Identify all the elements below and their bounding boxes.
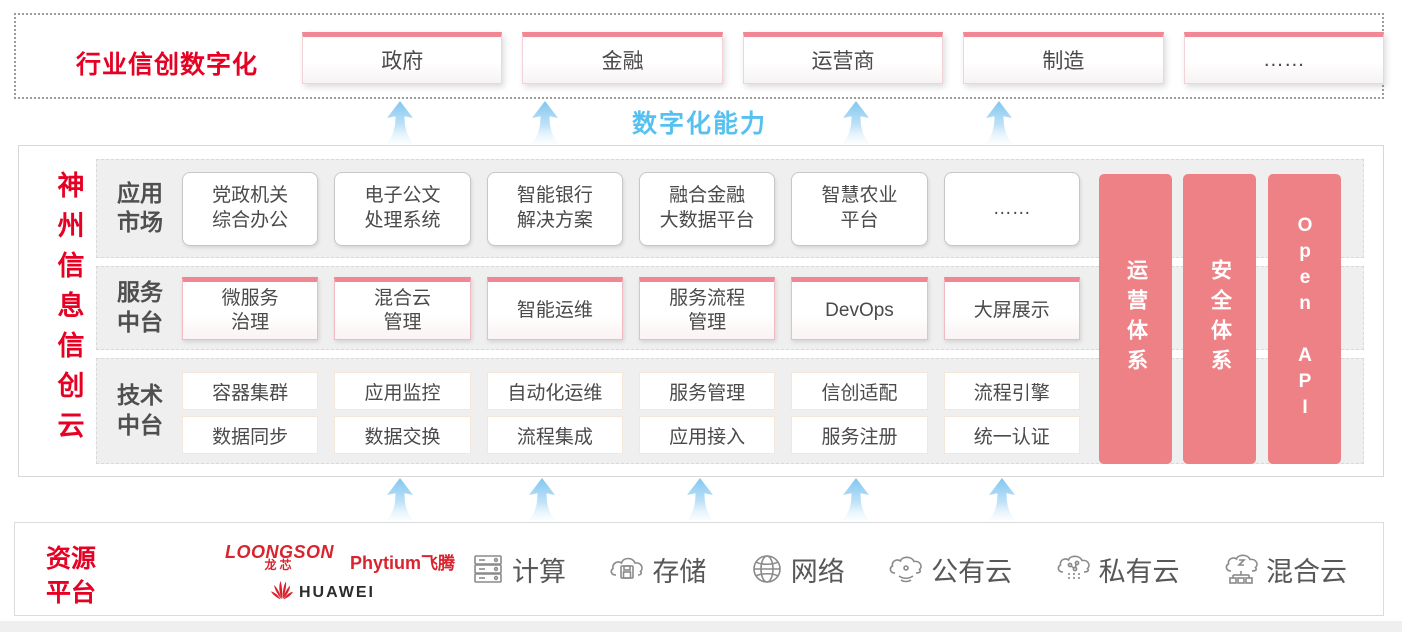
- app-box-more: ……: [943, 172, 1080, 246]
- resource-items: 计算 存储: [470, 523, 1347, 615]
- industry-box-more: ……: [1183, 32, 1385, 84]
- tech-box-auto-ops: 自动化运维: [486, 372, 623, 410]
- row-tech-platform-label: 技术 中台: [117, 382, 163, 438]
- resource-item-label: 存储: [652, 556, 707, 587]
- side-bar-security-system: 安全体系: [1183, 174, 1256, 464]
- app-box-gov-office: 党政机关 综合办公: [182, 172, 319, 246]
- tech-box-unified-auth: 统一认证: [943, 416, 1080, 454]
- service-box-microservice: 微服务 治理: [182, 277, 319, 340]
- up-arrow-icon: [840, 101, 872, 150]
- resource-item-hybrid-cloud: 混合云: [1222, 550, 1347, 589]
- up-arrow-icon: [384, 101, 416, 150]
- side-bar-operation-system: 运营体系: [1099, 174, 1172, 464]
- vendor-logos: LOONGSON 龙芯 Phytium飞腾: [205, 537, 475, 603]
- tech-box-app-access: 应用接入: [638, 416, 776, 454]
- capability-label: 数字化能力: [632, 110, 768, 138]
- up-arrow-icon: [526, 478, 558, 527]
- resource-item-private-cloud: 私有云: [1055, 550, 1180, 589]
- resource-band-label: 资源 平台: [46, 545, 97, 607]
- app-box-row: 党政机关 综合办公 电子公文 处理系统 智能银行 解决方案 融合金融 大数据平台…: [182, 172, 1080, 246]
- industry-box-operator: 运营商: [742, 32, 944, 84]
- compute-icon: [470, 551, 506, 587]
- up-arrow-icon: [986, 478, 1018, 527]
- platform-vertical-title: 神州信息信创云: [53, 171, 84, 451]
- resource-item-label: 混合云: [1265, 556, 1347, 587]
- huawei-flower-icon: [270, 580, 294, 605]
- up-arrow-icon: [529, 101, 561, 150]
- row-app-market-label: 应用 市场: [117, 179, 163, 236]
- loongson-logo-cn: 龙芯: [264, 558, 295, 573]
- row-tech-platform: 技术 中台 容器集群 应用监控 自动化运维 服务管理 信创适配 流程引擎 数据同…: [96, 358, 1364, 464]
- loongson-logo: LOONGSON 龙芯: [225, 542, 335, 573]
- industry-band-title: 行业信创数字化: [76, 51, 259, 79]
- resource-item-label: 公有云: [931, 556, 1013, 587]
- service-box-service-flow: 服务流程 管理: [638, 277, 776, 340]
- service-box-smart-ops: 智能运维: [486, 277, 623, 340]
- resource-band: 资源 平台 LOONGSON 龙芯 Phytium飞腾: [14, 522, 1384, 616]
- hybrid-cloud-icon: [1222, 551, 1260, 587]
- up-arrow-icon: [684, 478, 716, 527]
- tech-box-service-registry: 服务注册: [791, 416, 928, 454]
- tech-box-row-bottom: 数据同步 数据交换 流程集成 应用接入 服务注册 统一认证: [182, 416, 1080, 454]
- phytium-logo: Phytium飞腾: [350, 549, 455, 574]
- huawei-logo-text: HUAWEI: [299, 583, 375, 601]
- network-icon: [749, 551, 785, 587]
- storage-icon: [608, 551, 646, 587]
- app-box-smart-agriculture: 智慧农业 平台: [791, 172, 928, 246]
- loongson-logo-text: LOONGSON: [225, 542, 335, 562]
- phytium-logo-cn: 飞腾: [421, 554, 456, 573]
- public-cloud-icon: [887, 551, 925, 587]
- up-arrow-icon: [840, 478, 872, 527]
- resource-item-label: 计算: [512, 556, 566, 587]
- service-box-hybrid-cloud-mgmt: 混合云 管理: [334, 277, 471, 340]
- service-box-row: 微服务 治理 混合云 管理 智能运维 服务流程 管理 DevOps 大屏展示: [182, 277, 1080, 340]
- row-service-platform: 服务 中台 微服务 治理 混合云 管理 智能运维 服务流程 管理 DevOps …: [96, 266, 1364, 350]
- side-bar-open-api: Open API: [1268, 174, 1341, 464]
- service-box-dashboard: 大屏展示: [943, 277, 1080, 340]
- tech-box-data-sync: 数据同步: [182, 416, 319, 454]
- industry-box-manufacturing: 制造: [963, 32, 1164, 84]
- platform-container: 神州信息信创云 应用 市场 党政机关 综合办公 电子公文 处理系统 智能银行 解…: [18, 145, 1384, 477]
- industry-box-government: 政府: [302, 32, 503, 84]
- phytium-logo-text: Phytium: [350, 553, 422, 573]
- tech-box-process-integration: 流程集成: [486, 416, 623, 454]
- industry-box-finance: 金融: [522, 32, 723, 84]
- tech-box-container-cluster: 容器集群: [182, 372, 319, 410]
- service-box-devops: DevOps: [791, 277, 928, 340]
- tech-box-service-mgmt: 服务管理: [638, 372, 776, 410]
- resource-item-storage: 存储: [608, 550, 706, 589]
- tech-box-process-engine: 流程引擎: [943, 372, 1080, 410]
- resource-item-label: 私有云: [1098, 556, 1180, 587]
- up-arrow-icon: [983, 101, 1015, 150]
- huawei-logo: HUAWEI: [270, 580, 375, 605]
- industry-band: 行业信创数字化 政府 金融 运营商 制造 ……: [14, 13, 1385, 99]
- row-app-market: 应用 市场 党政机关 综合办公 电子公文 处理系统 智能银行 解决方案 融合金融…: [96, 159, 1364, 258]
- tech-box-app-monitoring: 应用监控: [334, 372, 471, 410]
- resource-item-network: 网络: [749, 550, 845, 589]
- app-box-smart-banking: 智能银行 解决方案: [486, 172, 623, 246]
- resource-item-compute: 计算: [470, 550, 566, 589]
- tech-box-xc-adaptation: 信创适配: [791, 372, 928, 410]
- private-cloud-icon: [1055, 551, 1093, 587]
- up-arrow-icon: [384, 478, 416, 527]
- industry-box-row: 政府 金融 运营商 制造 ……: [302, 32, 1385, 84]
- tech-box-row-top: 容器集群 应用监控 自动化运维 服务管理 信创适配 流程引擎: [182, 372, 1080, 410]
- row-service-platform-label: 服务 中台: [117, 279, 163, 335]
- app-box-edoc-system: 电子公文 处理系统: [334, 172, 471, 246]
- page-bottom-strip: [0, 621, 1402, 632]
- resource-item-public-cloud: 公有云: [887, 550, 1012, 589]
- app-box-finance-bigdata: 融合金融 大数据平台: [638, 172, 776, 246]
- resource-item-label: 网络: [790, 556, 845, 587]
- tech-box-data-exchange: 数据交换: [334, 416, 471, 454]
